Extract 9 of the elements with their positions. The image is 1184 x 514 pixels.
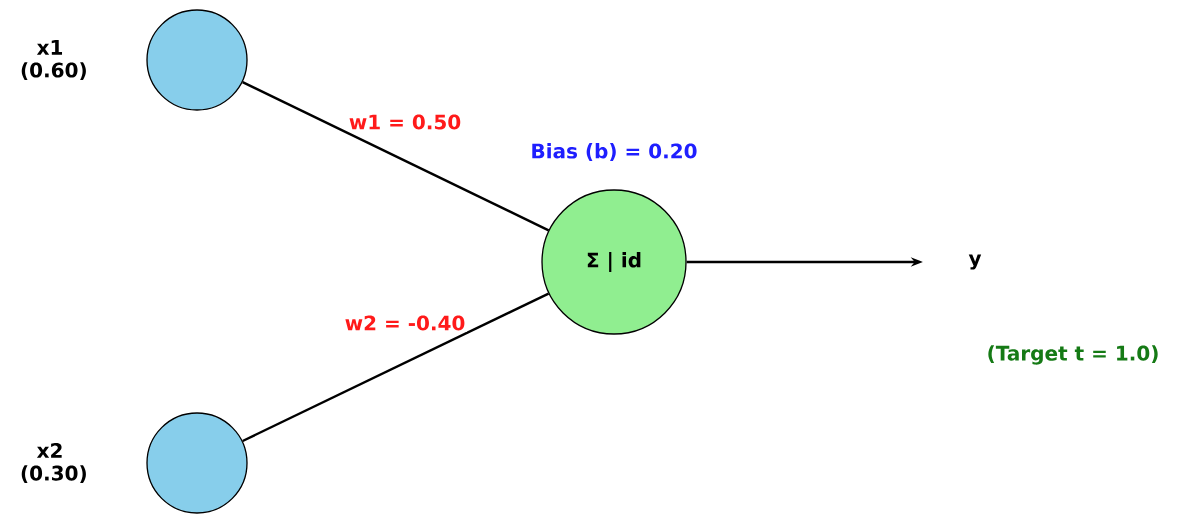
- edge-label: w1 = 0.50: [347, 113, 463, 131]
- input-circle: [146, 9, 248, 111]
- edge-label: w2 = -0.40: [343, 314, 467, 332]
- bias-label: Bias (b) = 0.20: [532, 143, 697, 161]
- input-circle: [146, 412, 248, 514]
- target-label: (Target t = 1.0): [988, 345, 1158, 365]
- output-label: y: [968, 254, 982, 270]
- input-label: x1 (0.60): [21, 40, 86, 80]
- input-label: x2 (0.30): [21, 442, 86, 484]
